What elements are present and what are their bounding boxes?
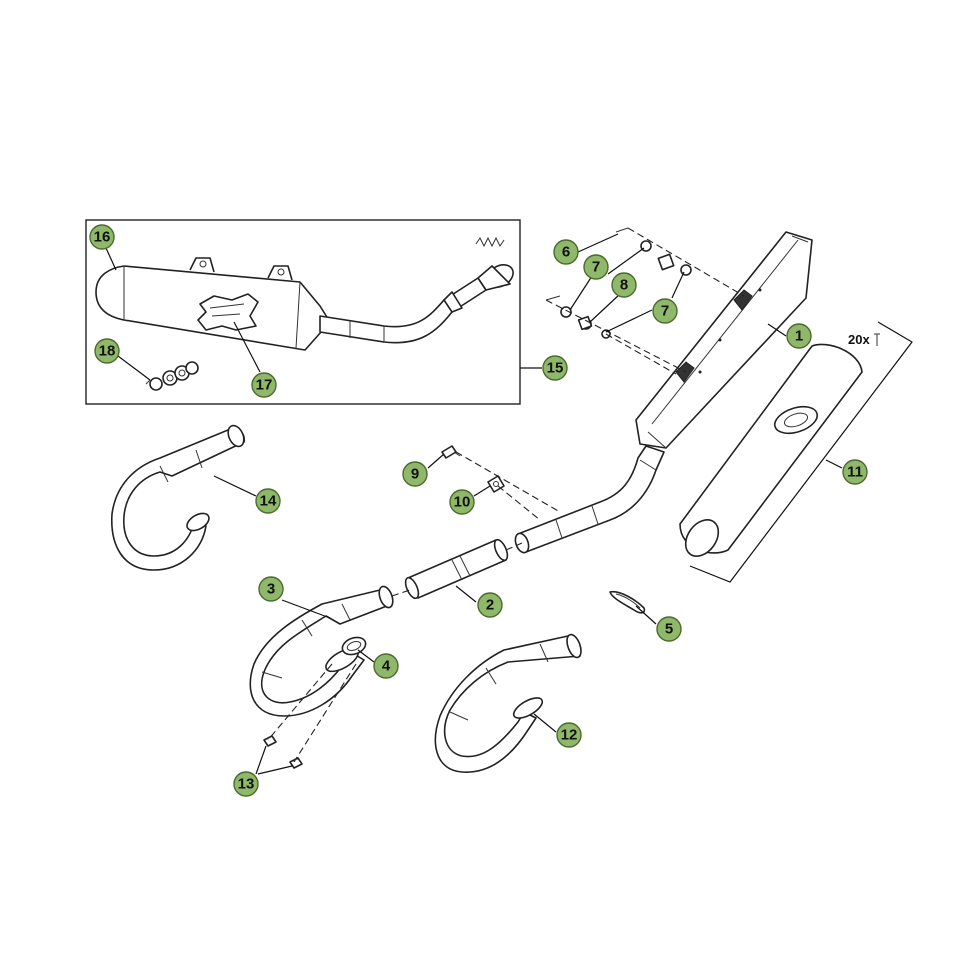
svg-text:2: 2 xyxy=(486,597,494,614)
svg-text:3: 3 xyxy=(267,581,275,598)
sleeve xyxy=(404,538,509,600)
svg-text:11: 11 xyxy=(847,464,863,481)
callout-9: 9 xyxy=(402,461,428,487)
callout-2: 2 xyxy=(477,592,503,618)
svg-text:13: 13 xyxy=(238,776,255,793)
svg-text:15: 15 xyxy=(547,360,564,377)
inset-assembly-box xyxy=(85,219,542,405)
callout-16: 16 xyxy=(89,224,115,250)
callout-7-lower: 7 xyxy=(652,298,678,324)
svg-text:7: 7 xyxy=(592,259,600,276)
callout-18: 18 xyxy=(94,338,120,364)
assembly-lines xyxy=(267,227,745,763)
svg-text:7: 7 xyxy=(661,303,669,320)
silencer-main xyxy=(635,231,813,449)
callout-10: 10 xyxy=(449,489,475,515)
svg-text:12: 12 xyxy=(561,727,578,744)
svg-text:6: 6 xyxy=(562,244,570,261)
callout-14: 14 xyxy=(255,488,281,514)
svg-text:9: 9 xyxy=(411,466,419,483)
callout-6: 6 xyxy=(553,239,579,265)
callout-4: 4 xyxy=(373,653,399,679)
bracket-11 xyxy=(689,321,913,583)
link-pipe xyxy=(514,445,665,554)
callout-8: 8 xyxy=(611,272,637,298)
alternate-header xyxy=(434,633,582,773)
callout-15: 15 xyxy=(542,355,568,381)
svg-text:18: 18 xyxy=(99,343,116,360)
callout-5: 5 xyxy=(656,616,682,642)
insulation-sleeve xyxy=(679,343,863,557)
svg-text:1: 1 xyxy=(795,328,803,345)
callout-7-upper: 7 xyxy=(583,254,609,280)
hardware xyxy=(263,227,880,769)
leader-lines xyxy=(105,233,843,775)
ring-gasket xyxy=(609,590,646,614)
svg-text:4: 4 xyxy=(382,658,391,675)
svg-text:8: 8 xyxy=(620,277,628,294)
alternate-header-2 xyxy=(111,424,246,571)
svg-text:17: 17 xyxy=(256,377,273,394)
svg-text:14: 14 xyxy=(260,493,277,510)
rivet-quantity-note: 20x xyxy=(848,332,870,347)
svg-text:16: 16 xyxy=(94,229,111,246)
callout-1: 1 xyxy=(786,323,812,349)
callout-12: 12 xyxy=(556,722,582,748)
gasket xyxy=(341,636,367,656)
callout-17: 17 xyxy=(251,372,277,398)
header-pipe xyxy=(249,585,394,717)
callout-13: 13 xyxy=(233,771,259,797)
callout-3: 3 xyxy=(258,576,284,602)
svg-text:5: 5 xyxy=(665,621,673,638)
callout-11: 11 xyxy=(842,459,868,485)
svg-text:10: 10 xyxy=(454,494,471,511)
